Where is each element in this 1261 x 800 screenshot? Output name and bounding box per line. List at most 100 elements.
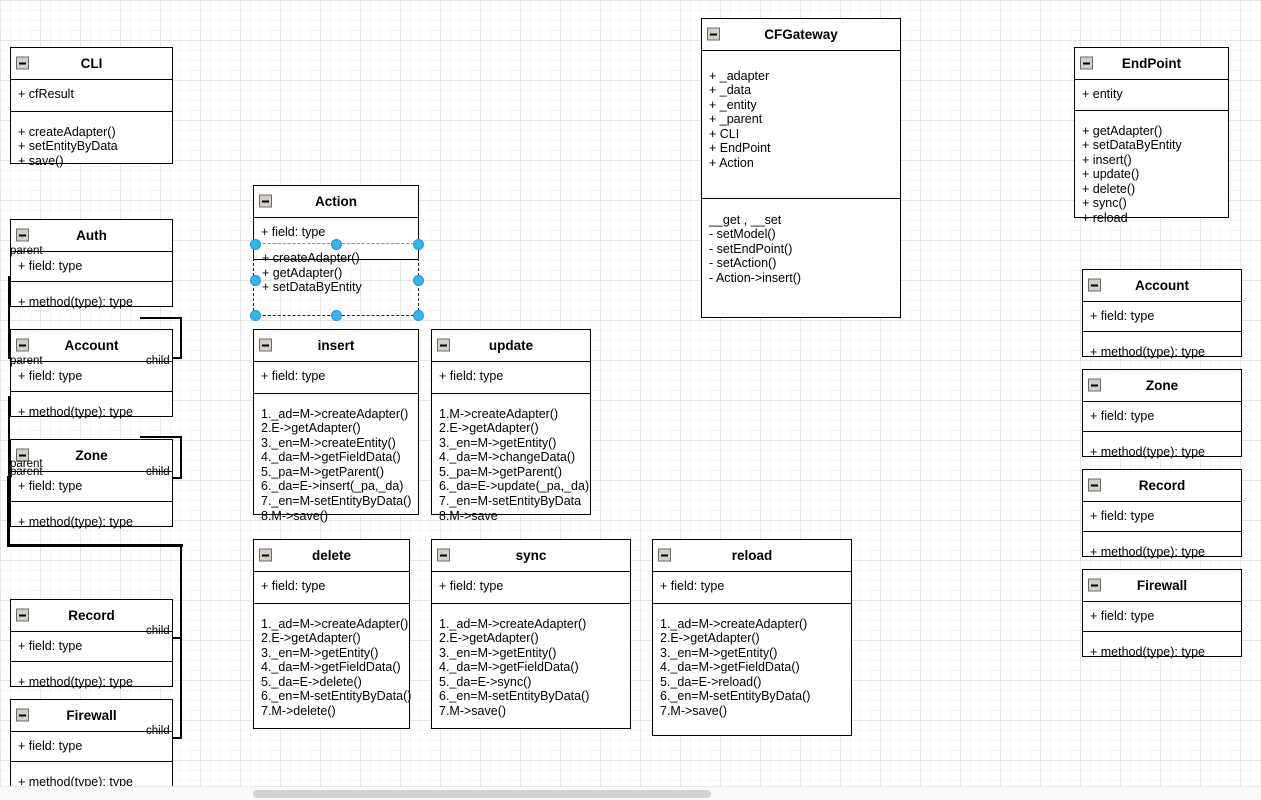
attribute-row: + field: type bbox=[660, 578, 725, 593]
collapse-icon[interactable] bbox=[437, 338, 450, 352]
class-title-text: Zone bbox=[1145, 378, 1179, 393]
method-row: + method(type): type bbox=[18, 774, 133, 789]
class-box-sync[interactable]: sync + field: type 1._ad=M->createAdapte… bbox=[431, 539, 631, 729]
class-box-endpoint[interactable]: EndPoint + entity + getAdapter() + setDa… bbox=[1074, 47, 1229, 225]
method-row: + method(type): type bbox=[18, 404, 133, 419]
collapse-icon[interactable] bbox=[1088, 378, 1101, 392]
class-attributes-action: + field: type bbox=[254, 218, 418, 252]
method-row: + method(type): type bbox=[1090, 444, 1205, 459]
class-title-endpoint: EndPoint bbox=[1075, 48, 1228, 80]
method-row: 2.E->getAdapter() bbox=[439, 631, 539, 646]
method-row: + reload bbox=[1082, 211, 1128, 226]
method-row: - setModel() bbox=[709, 227, 776, 242]
class-box-update[interactable]: update + field: type 1.M->createAdapter(… bbox=[431, 329, 591, 523]
method-row: + setDataByEntity bbox=[262, 280, 362, 295]
collapse-icon[interactable] bbox=[707, 27, 720, 41]
connector-auth-account-vertical-right bbox=[180, 318, 182, 359]
method-row: + method(type): type bbox=[1090, 644, 1205, 659]
collapse-icon[interactable] bbox=[1088, 578, 1101, 592]
class-title-account-right: Account bbox=[1083, 270, 1241, 302]
collapse-icon[interactable] bbox=[259, 194, 272, 208]
method-row: 1.M->createAdapter() bbox=[439, 406, 559, 421]
resize-handle-w[interactable] bbox=[249, 274, 261, 286]
attribute-row: + field: type bbox=[18, 638, 83, 653]
method-row: 2.E->getAdapter() bbox=[261, 631, 361, 646]
class-box-zone-right[interactable]: Zone + field: type + method(type): type bbox=[1082, 369, 1242, 459]
class-box-account-right[interactable]: Account + field: type + method(type): ty… bbox=[1082, 269, 1242, 359]
method-row: - setAction() bbox=[709, 256, 777, 271]
class-box-action[interactable]: Action + field: type bbox=[253, 185, 419, 260]
method-row: 1._ad=M->createAdapter() bbox=[261, 616, 409, 631]
class-methods-auth: + method(type): type bbox=[11, 282, 172, 317]
class-title-cfgateway: CFGateway bbox=[702, 19, 900, 51]
horizontal-scrollbar-thumb[interactable] bbox=[253, 790, 711, 798]
connector-auth-account-horizontal-top bbox=[140, 317, 182, 319]
class-title-delete: delete bbox=[254, 540, 409, 572]
edge-label-account-parent: parent bbox=[10, 355, 43, 367]
class-attributes-delete: + field: type bbox=[254, 572, 409, 604]
method-row: + delete() bbox=[1082, 181, 1136, 196]
class-box-firewall-left[interactable]: Firewall + field: type + method(type): t… bbox=[10, 699, 173, 789]
collapse-icon[interactable] bbox=[1080, 56, 1093, 70]
attribute-row: + field: type bbox=[1090, 508, 1155, 523]
class-methods-endpoint: + getAdapter() + setDataByEntity + inser… bbox=[1075, 111, 1228, 233]
resize-handle-e[interactable] bbox=[412, 274, 424, 286]
collapse-icon[interactable] bbox=[16, 228, 29, 242]
class-attributes-auth: + field: type bbox=[11, 252, 172, 282]
class-methods-action[interactable]: + createAdapter() + getAdapter() + setDa… bbox=[255, 247, 417, 302]
class-methods-sync: 1._ad=M->createAdapter() 2.E->getAdapter… bbox=[432, 604, 630, 726]
method-row: + method(type): type bbox=[1090, 344, 1205, 359]
collapse-icon[interactable] bbox=[259, 338, 272, 352]
attribute-row: + field: type bbox=[18, 258, 83, 273]
collapse-icon[interactable] bbox=[658, 548, 671, 562]
class-title-action: Action bbox=[254, 186, 418, 218]
attribute-row: + field: type bbox=[261, 578, 326, 593]
resize-handle-n[interactable] bbox=[330, 238, 342, 250]
resize-handle-sw[interactable] bbox=[249, 309, 261, 321]
class-title-text: Record bbox=[1138, 478, 1186, 493]
class-title-text: Auth bbox=[76, 228, 107, 243]
class-attributes-account-right: + field: type bbox=[1083, 302, 1241, 332]
class-title-insert: insert bbox=[254, 330, 418, 362]
collapse-icon[interactable] bbox=[16, 56, 29, 70]
class-title-text: Firewall bbox=[66, 708, 117, 723]
collapse-icon[interactable] bbox=[259, 548, 272, 562]
class-box-firewall-right[interactable]: Firewall + field: type + method(type): t… bbox=[1082, 569, 1242, 659]
method-row: 1._ad=M->createAdapter() bbox=[261, 406, 409, 421]
class-methods-reload: 1._ad=M->createAdapter() 2.E->getAdapter… bbox=[653, 604, 851, 726]
class-box-cli[interactable]: CLI + cfResult + createAdapter() + setEn… bbox=[10, 47, 173, 168]
class-box-record-right[interactable]: Record + field: type + method(type): typ… bbox=[1082, 469, 1242, 559]
class-box-zone-left[interactable]: Zone + field: type + method(type): type bbox=[10, 439, 173, 529]
collapse-icon[interactable] bbox=[1088, 478, 1101, 492]
class-methods-firewall-right: + method(type): type bbox=[1083, 632, 1241, 667]
collapse-icon[interactable] bbox=[16, 338, 29, 352]
class-title-text: insert bbox=[317, 338, 355, 353]
collapse-icon[interactable] bbox=[16, 608, 29, 622]
attribute-row: + CLI bbox=[709, 126, 740, 141]
class-title-zone-right: Zone bbox=[1083, 370, 1241, 402]
class-box-cfgateway[interactable]: CFGateway + _adapter + _data + _entity +… bbox=[701, 18, 901, 318]
resize-handle-nw[interactable] bbox=[249, 238, 261, 250]
collapse-icon[interactable] bbox=[16, 708, 29, 722]
horizontal-scrollbar-track[interactable] bbox=[0, 786, 1261, 800]
class-box-account-left[interactable]: Account + field: type + method(type): ty… bbox=[10, 329, 173, 419]
collapse-icon[interactable] bbox=[437, 548, 450, 562]
class-box-auth[interactable]: Auth + field: type + method(type): type bbox=[10, 219, 173, 309]
class-box-record-left[interactable]: Record + field: type + method(type): typ… bbox=[10, 599, 173, 689]
resize-handle-ne[interactable] bbox=[412, 238, 424, 250]
resize-handle-s[interactable] bbox=[330, 309, 342, 321]
attribute-row: + _data bbox=[709, 83, 752, 98]
resize-handle-se[interactable] bbox=[412, 309, 424, 321]
collapse-icon[interactable] bbox=[16, 448, 29, 462]
class-box-insert[interactable]: insert + field: type 1._ad=M->createAdap… bbox=[253, 329, 419, 523]
class-box-delete[interactable]: delete + field: type 1._ad=M->createAdap… bbox=[253, 539, 411, 729]
collapse-icon[interactable] bbox=[1088, 278, 1101, 292]
class-title-text: Zone bbox=[75, 448, 108, 463]
class-box-reload[interactable]: reload + field: type 1._ad=M->createAdap… bbox=[652, 539, 852, 736]
method-row: + sync() bbox=[1082, 196, 1127, 211]
method-row: 8.M->save bbox=[439, 508, 498, 523]
method-row: 6._da=E->insert(_pa,_da) bbox=[261, 479, 404, 494]
class-title-text: Account bbox=[1135, 278, 1189, 293]
attribute-row: + Action bbox=[709, 156, 754, 171]
